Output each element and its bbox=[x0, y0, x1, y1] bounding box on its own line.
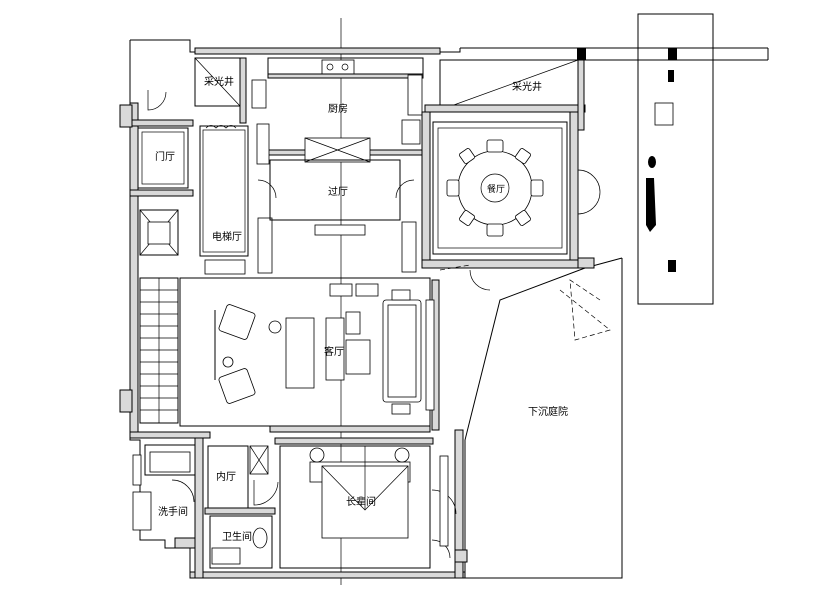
room-label-courtyard: 下沉庭院 bbox=[528, 405, 568, 418]
room-label-elder: 长辈间 bbox=[346, 495, 376, 508]
corridor: 过厅 bbox=[257, 159, 417, 273]
room-label-living: 客厅 bbox=[324, 345, 344, 358]
kitchen: 厨房 bbox=[256, 57, 424, 165]
room-label-bathroom: 卫生间 bbox=[222, 530, 252, 543]
dining-room: 餐厅 bbox=[421, 111, 601, 269]
sunken-courtyard: 下沉庭院 bbox=[439, 257, 623, 579]
room-label-entry: 门厅 bbox=[155, 150, 175, 163]
lightwell-right: 采光井 bbox=[424, 59, 586, 131]
living-room: 客厅 bbox=[179, 277, 435, 433]
bathroom: 卫生间 bbox=[204, 507, 276, 569]
entry-hall: 门厅 bbox=[129, 90, 194, 197]
room-label-lightwell-left: 采光井 bbox=[204, 75, 234, 88]
wall-details bbox=[119, 104, 595, 563]
room-label-dining: 餐厅 bbox=[487, 183, 505, 195]
room-label-elevator: 电梯厅 bbox=[212, 230, 242, 243]
staircase bbox=[139, 277, 179, 424]
elevator-hall: 电梯厅 bbox=[139, 125, 273, 275]
inner-hall: 内厅 bbox=[207, 445, 279, 509]
elder-room: 长辈间 bbox=[274, 437, 457, 569]
room-label-kitchen: 厨房 bbox=[328, 102, 348, 115]
lightwell-left: 采光井 bbox=[194, 57, 267, 124]
lower-left-rooms: 洗手间 bbox=[129, 431, 211, 579]
room-label-washroom: 洗手间 bbox=[158, 505, 188, 518]
room-label-inner-hall: 内厅 bbox=[216, 470, 236, 483]
building-outline bbox=[129, 39, 466, 579]
room-label-corridor: 过厅 bbox=[328, 185, 348, 198]
room-label-lightwell-right: 采光井 bbox=[512, 80, 542, 93]
